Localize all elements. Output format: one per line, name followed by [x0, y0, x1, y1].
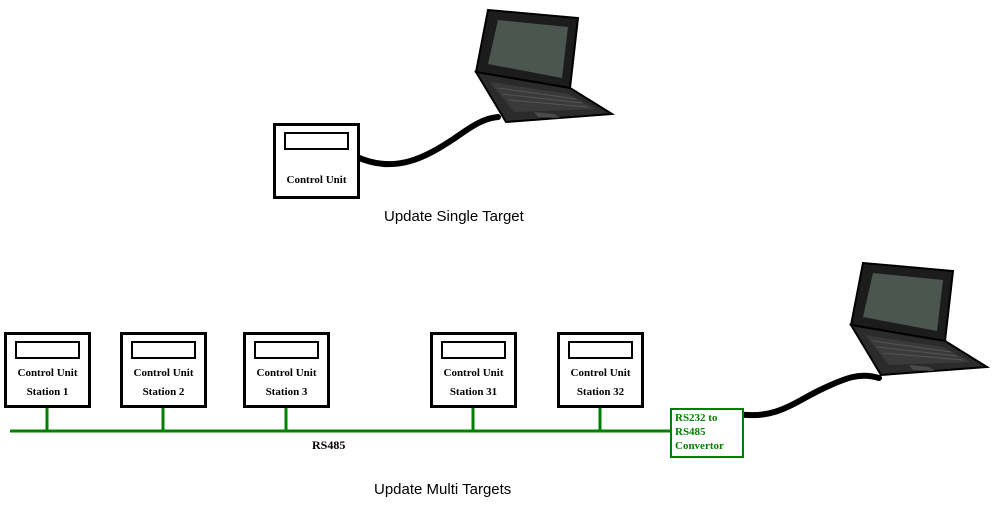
single-target-title: Update Single Target [384, 208, 524, 225]
rs232-rs485-convertor-box: RS232 to RS485 Convertor [670, 408, 744, 458]
station-label: Station 32 [576, 386, 625, 398]
laptop-icon [474, 8, 616, 124]
control-unit-box: Control Unit [273, 123, 360, 199]
control-unit-label: Control Unit [256, 367, 317, 379]
convertor-label-line2: RS485 [675, 426, 706, 438]
control-unit-label: Control Unit [443, 367, 504, 379]
control-unit-label: Control Unit [286, 174, 347, 186]
control-unit-box-station-31: Control Unit Station 31 [430, 332, 517, 408]
control-unit-box-station-32: Control Unit Station 32 [557, 332, 644, 408]
rs485-bus-label: RS485 [312, 438, 346, 452]
control-unit-display [284, 132, 349, 150]
station-label: Station 1 [26, 386, 69, 398]
laptop-icon [849, 261, 991, 377]
control-unit-label: Control Unit [17, 367, 78, 379]
control-unit-label: Control Unit [570, 367, 631, 379]
convertor-label-line1: RS232 to [675, 412, 718, 424]
control-unit-display [131, 341, 196, 359]
station-label: Station 2 [142, 386, 185, 398]
station-label: Station 31 [449, 386, 498, 398]
control-unit-display [441, 341, 506, 359]
control-unit-display [568, 341, 633, 359]
control-unit-box-station-1: Control Unit Station 1 [4, 332, 91, 408]
control-unit-box-station-3: Control Unit Station 3 [243, 332, 330, 408]
station-label: Station 3 [265, 386, 308, 398]
control-unit-box-station-2: Control Unit Station 2 [120, 332, 207, 408]
serial-cable-multi [735, 372, 882, 419]
control-unit-display [15, 341, 80, 359]
serial-cable-single [354, 114, 501, 168]
control-unit-display [254, 341, 319, 359]
control-unit-label: Control Unit [133, 367, 194, 379]
multi-targets-title: Update Multi Targets [374, 481, 512, 498]
convertor-label-line3: Convertor [675, 440, 724, 452]
